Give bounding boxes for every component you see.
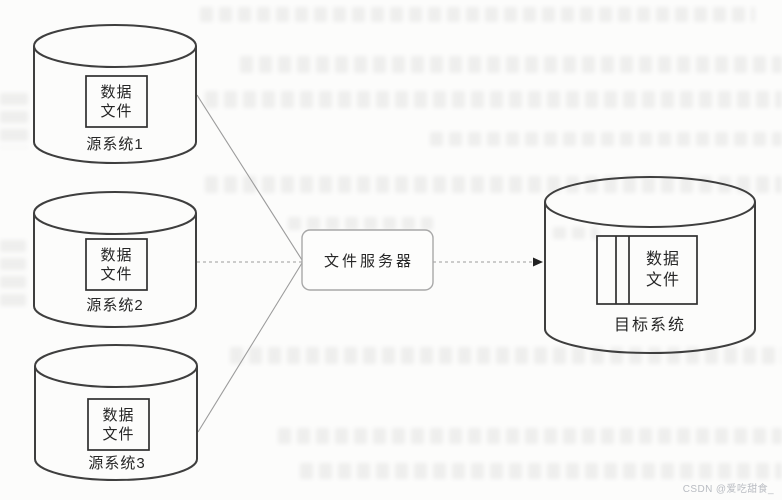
data-file-line: 数据 [102,406,135,424]
source-cylinder-2 [33,191,198,328]
data-file-box-1 [85,75,148,128]
data-file-label-3: 数据 文件 [88,399,149,450]
data-file-line: 数据 [100,246,133,264]
data-file-label-2: 数据 文件 [86,239,147,290]
data-file-line: 文件 [645,272,680,289]
file-server-box [301,229,434,291]
target-system-label: 目标系统 [613,317,686,334]
arrow-head-icon [533,257,543,267]
data-file-label-1: 数据 文件 [86,76,147,127]
data-file-line: 文件 [100,265,133,283]
data-file-line: 文件 [102,425,135,443]
connector-source1-line [196,94,303,261]
target-file-box [596,235,698,305]
file-server-label: 文件服务器 [323,252,414,270]
source-cylinder-1 [33,24,198,164]
target-cylinder [544,176,757,354]
data-file-line: 数据 [100,83,133,101]
data-file-box-3 [87,398,150,451]
target-file-label: 数据 文件 [629,236,697,304]
data-file-line: 数据 [645,251,680,268]
data-file-box-2 [85,238,148,291]
data-file-line: 文件 [100,102,133,120]
source-cylinder-3 [34,344,199,481]
source-system-3-label: 源系统3 [88,455,146,472]
source-system-1-label: 源系统1 [86,136,144,153]
csdn-watermark: CSDN @爱吃甜食_ [682,484,774,495]
connector-source3-line [197,262,303,433]
source-system-2-label: 源系统2 [86,297,144,314]
